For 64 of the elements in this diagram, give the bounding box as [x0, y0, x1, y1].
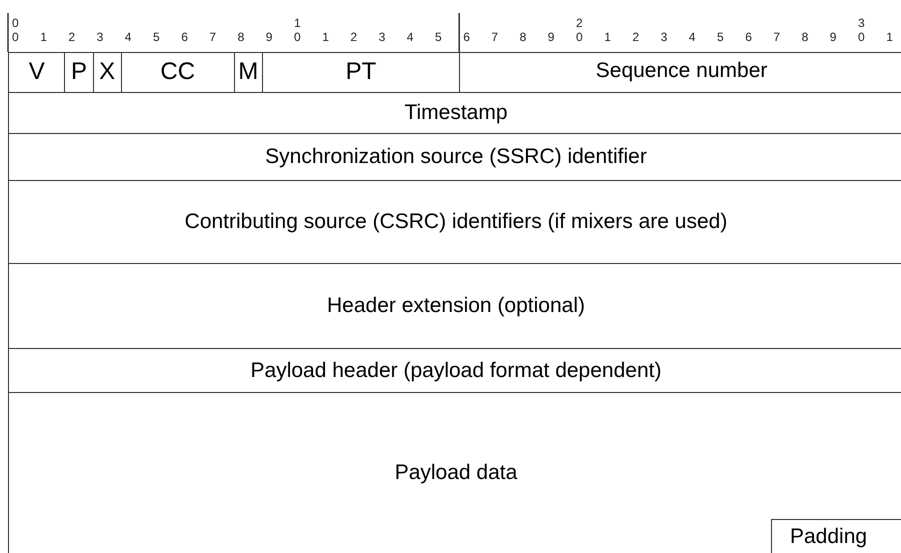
bit-number: 0 — [294, 31, 301, 43]
bit-number: 3 — [96, 31, 104, 43]
header-field — [459, 52, 901, 92]
bit-number: 5 — [435, 31, 442, 43]
bit-number: 0 — [576, 31, 583, 43]
bit-number: 9 — [266, 31, 272, 43]
header-field — [8, 263, 901, 348]
field-label: V — [28, 59, 45, 86]
bit-number: 7 — [491, 31, 498, 43]
bit-number: 5 — [717, 31, 724, 43]
bit-number: 3 — [660, 31, 668, 43]
bit-number: 7 — [209, 31, 216, 43]
field-label: Payload header (payload format dependent) — [250, 358, 662, 382]
bit-number: 3 — [858, 17, 865, 29]
field-label: P — [70, 59, 87, 86]
header-field — [8, 92, 901, 133]
bit-number: 4 — [688, 31, 696, 43]
bit-number: 2 — [350, 31, 358, 43]
field-label: Payload data — [394, 461, 518, 484]
header-field — [8, 180, 901, 263]
bit-number: 1 — [886, 31, 893, 43]
bit-number: 9 — [830, 31, 836, 43]
header-field — [64, 52, 93, 92]
bit-number: 6 — [181, 31, 188, 43]
field-label: M — [238, 59, 258, 86]
field-label: Padding — [790, 525, 868, 548]
field-label: X — [99, 59, 116, 86]
bit-number: 6 — [745, 31, 752, 43]
bit-number: 2 — [68, 31, 76, 43]
bit-number: 1 — [40, 31, 47, 43]
field-label: Contributing source (CSRC) identifiers (if mixers are used) — [184, 210, 728, 234]
field-label: Synchronization source (SSRC) identifier — [265, 145, 647, 169]
bit-number: 1 — [294, 17, 301, 29]
header-field — [262, 52, 460, 92]
bit-number: 2 — [632, 31, 640, 43]
header-field — [8, 392, 901, 553]
bit-number: 1 — [322, 31, 329, 43]
field-label: Timestamp — [404, 101, 508, 125]
padding-box — [771, 519, 901, 553]
bit-number: 2 — [576, 17, 583, 29]
bit-number: 1 — [604, 31, 611, 43]
header-field — [8, 348, 901, 392]
field-label: Sequence number — [596, 59, 768, 82]
bit-number: 4 — [124, 31, 132, 43]
bit-number: 8 — [802, 31, 808, 43]
header-field — [234, 52, 262, 92]
bit-number: 9 — [548, 31, 554, 43]
header-field — [92, 52, 121, 92]
field-label: Header extension (optional) — [327, 294, 585, 318]
bit-number: 6 — [463, 31, 470, 43]
bit-number: 5 — [153, 31, 160, 43]
bit-number: 7 — [773, 31, 780, 43]
bit-number: 0 — [858, 31, 865, 43]
bit-number: 8 — [238, 31, 244, 43]
bit-number: 4 — [406, 31, 414, 43]
bit-number: 0 — [12, 31, 19, 43]
bit-number: 0 — [12, 17, 19, 29]
header-field — [8, 133, 901, 180]
header-field — [120, 52, 234, 92]
bit-number: 3 — [378, 31, 386, 43]
field-label: CC — [160, 59, 196, 86]
field-label: PT — [346, 59, 376, 86]
header-field — [8, 52, 64, 92]
bit-number: 8 — [520, 31, 526, 43]
